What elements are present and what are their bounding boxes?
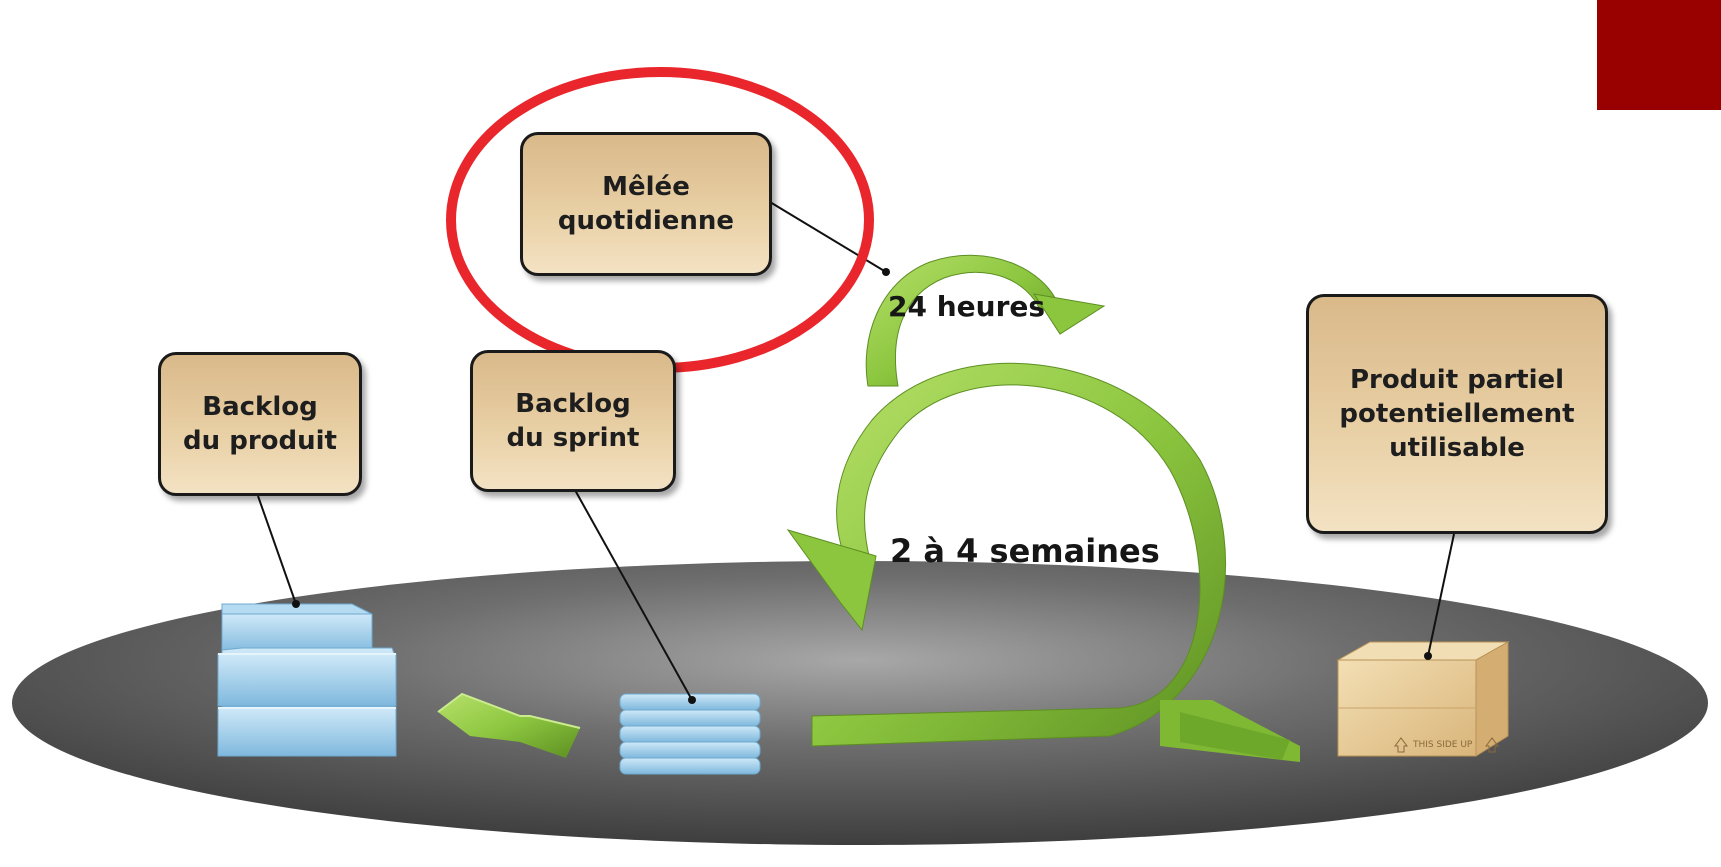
sprint-cycle-arrow bbox=[786, 362, 1300, 762]
daily-cycle-arrow bbox=[865, 254, 1106, 387]
connector-increment bbox=[1427, 533, 1455, 657]
connector-product-backlog bbox=[257, 495, 297, 605]
connector-daily-scrum bbox=[769, 201, 887, 273]
product-backlog-box: Backlog du produit bbox=[158, 352, 362, 496]
connector-sprint-backlog bbox=[574, 489, 693, 701]
this-side-up-stamp: THIS SIDE UP bbox=[1413, 740, 1473, 750]
daily-scrum-box: Mêlée quotidienne bbox=[520, 132, 772, 276]
increment-box bbox=[1336, 641, 1510, 757]
increment-box-label: Produit partiel potentiellement utilisab… bbox=[1306, 294, 1608, 534]
up-arrow-icon bbox=[1394, 737, 1499, 753]
daily-cycle-label: 24 heures bbox=[888, 290, 1046, 323]
corner-accent-block bbox=[1597, 0, 1721, 110]
sprint-backlog-blocks bbox=[619, 693, 761, 775]
sprint-cycle-label: 2 à 4 semaines bbox=[890, 532, 1160, 570]
sprint-backlog-box: Backlog du sprint bbox=[470, 350, 676, 492]
product-backlog-blocks bbox=[217, 603, 397, 757]
flow-arrow-1 bbox=[438, 694, 580, 758]
platform-disc bbox=[12, 561, 1708, 845]
